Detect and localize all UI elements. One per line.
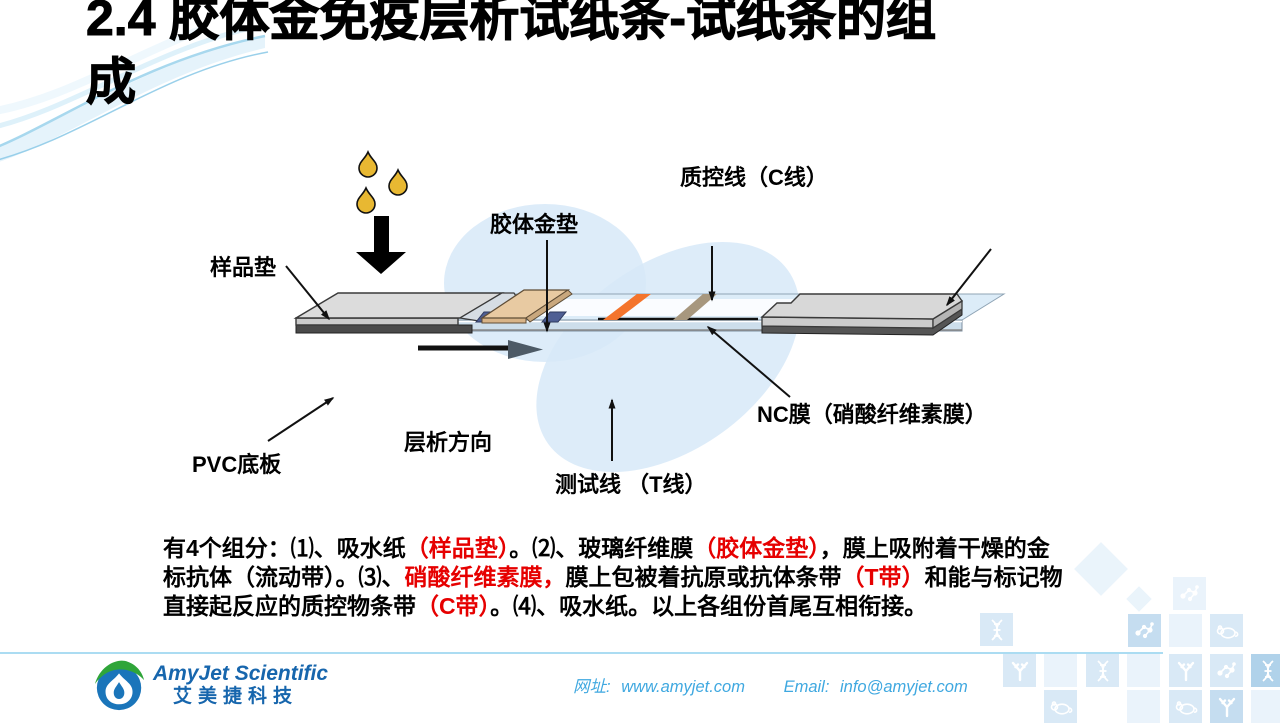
dna-icon bbox=[1256, 659, 1280, 683]
mosaic-tile bbox=[1251, 690, 1280, 723]
highlight-term: （C带） bbox=[416, 593, 491, 619]
molecule-tile bbox=[1173, 577, 1206, 610]
label-gold-pad: 胶体金垫 bbox=[490, 212, 579, 237]
antibody-tile bbox=[1003, 654, 1036, 687]
callout-arrow-absorbent-pad bbox=[946, 248, 992, 307]
corner-wave-decoration bbox=[0, 25, 269, 162]
slide-title-line2: 成 bbox=[86, 54, 137, 111]
sample-pad-shape bbox=[293, 292, 522, 334]
mouse-tile bbox=[1210, 614, 1243, 647]
text-segment: 。⑷、吸水纸。以上各组份首尾互相衔接。 bbox=[490, 593, 928, 619]
sample-droplets-icon bbox=[356, 149, 408, 214]
mouse-icon bbox=[1174, 695, 1198, 719]
email-address: info@amyjet.com bbox=[840, 678, 968, 696]
dna-icon bbox=[1091, 659, 1115, 683]
mouse-tile bbox=[1169, 690, 1202, 723]
callout-arrow-pvc bbox=[267, 397, 335, 442]
molecule-icon bbox=[1178, 582, 1202, 606]
company-logo: AmyJet Scientific 艾美捷科技 bbox=[93, 658, 328, 712]
logo-text-cn: 艾美捷科技 bbox=[173, 686, 299, 707]
label-pvc-backing: PVC底板 bbox=[192, 452, 282, 477]
text-segment: 有4个组分：⑴、吸水纸 bbox=[163, 535, 406, 561]
highlight-term: （样品垫） bbox=[405, 535, 510, 561]
mosaic-tile bbox=[1127, 654, 1160, 687]
text-segment: 直接起反应的质控物条带 bbox=[163, 593, 416, 619]
text-line: 有4个组分：⑴、吸水纸（样品垫）。⑵、玻璃纤维膜（胶体金垫），膜上吸附着干燥的金 bbox=[163, 534, 1168, 563]
website-label: 网址: bbox=[573, 678, 611, 696]
antibody-tile bbox=[1210, 690, 1243, 723]
molecule-icon bbox=[1215, 659, 1239, 683]
callout-arrow-nc-membrane bbox=[706, 326, 791, 398]
antibody-icon bbox=[1215, 695, 1239, 719]
text-segment: 。⑵、玻璃纤维膜 bbox=[509, 535, 694, 561]
logo-text-en: AmyJet Scientific bbox=[153, 662, 329, 685]
component-description: 有4个组分：⑴、吸水纸（样品垫）。⑵、玻璃纤维膜（胶体金垫），膜上吸附着干燥的金… bbox=[163, 534, 1168, 621]
text-segment: ，膜上吸附着干燥的金 bbox=[819, 535, 1050, 561]
flow-direction-arrow-icon bbox=[418, 340, 543, 359]
text-segment: 标抗体（流动带）。⑶、 bbox=[163, 564, 405, 590]
footer-divider bbox=[0, 652, 1163, 654]
antibody-tile bbox=[1169, 654, 1202, 687]
strip-base-rail bbox=[296, 293, 1006, 332]
text-line: 直接起反应的质控物条带（C带）。⑷、吸水纸。以上各组份首尾互相衔接。 bbox=[163, 592, 1168, 621]
mosaic-tile bbox=[1169, 614, 1202, 647]
website-url: www.amyjet.com bbox=[621, 678, 745, 696]
molecule-tile bbox=[1210, 654, 1243, 687]
label-test-line: 测试线 （T线） bbox=[555, 472, 707, 497]
highlight-term: （胶体金垫） bbox=[693, 535, 820, 561]
footer-contact: 网址: www.amyjet.com Email: info@amyjet.co… bbox=[573, 673, 974, 697]
mosaic-tile bbox=[1127, 690, 1160, 723]
dna-tile bbox=[1086, 654, 1119, 687]
text-segment: 和能与标记物 bbox=[924, 564, 1063, 590]
molecule-icon bbox=[1133, 619, 1157, 643]
antibody-icon bbox=[1008, 659, 1032, 683]
dna-tile bbox=[1251, 654, 1280, 687]
label-control-line: 质控线（C线） bbox=[680, 165, 828, 190]
dna-tile bbox=[980, 613, 1013, 646]
slide-title: 2.4 胶体金免疫层析试纸条-试纸条的组 成 bbox=[86, 0, 1046, 114]
molecule-tile bbox=[1128, 614, 1161, 647]
label-sample-pad: 样品垫 bbox=[210, 255, 277, 280]
label-flow-direction: 层析方向 bbox=[404, 430, 493, 455]
label-nc-membrane: NC膜（硝酸纤维素膜） bbox=[757, 402, 987, 427]
email-label: Email: bbox=[783, 678, 830, 696]
highlight-term: 硝酸纤维素膜， bbox=[404, 564, 566, 590]
mosaic-tile bbox=[1044, 654, 1077, 687]
test-line-band bbox=[603, 294, 651, 320]
text-line: 标抗体（流动带）。⑶、硝酸纤维素膜，膜上包被着抗原或抗体条带（T带）和能与标记物 bbox=[163, 563, 1168, 592]
mouse-tile bbox=[1044, 690, 1077, 723]
amyjet-logo-icon bbox=[94, 660, 145, 711]
slide-title-line1: 2.4 胶体金免疫层析试纸条-试纸条的组 bbox=[86, 0, 937, 47]
apply-sample-arrow-icon bbox=[356, 216, 406, 274]
antibody-icon bbox=[1174, 659, 1198, 683]
mouse-icon bbox=[1215, 619, 1239, 643]
text-segment: 膜上包被着抗原或抗体条带 bbox=[565, 564, 842, 590]
dna-icon bbox=[985, 618, 1009, 642]
absorbent-pad-shape bbox=[760, 293, 964, 336]
gold-pad-shape bbox=[474, 289, 573, 324]
callout-arrow-sample-pad bbox=[285, 265, 330, 321]
highlight-term: （T带） bbox=[841, 564, 925, 590]
control-line-band bbox=[673, 294, 717, 320]
mouse-icon bbox=[1049, 695, 1073, 719]
